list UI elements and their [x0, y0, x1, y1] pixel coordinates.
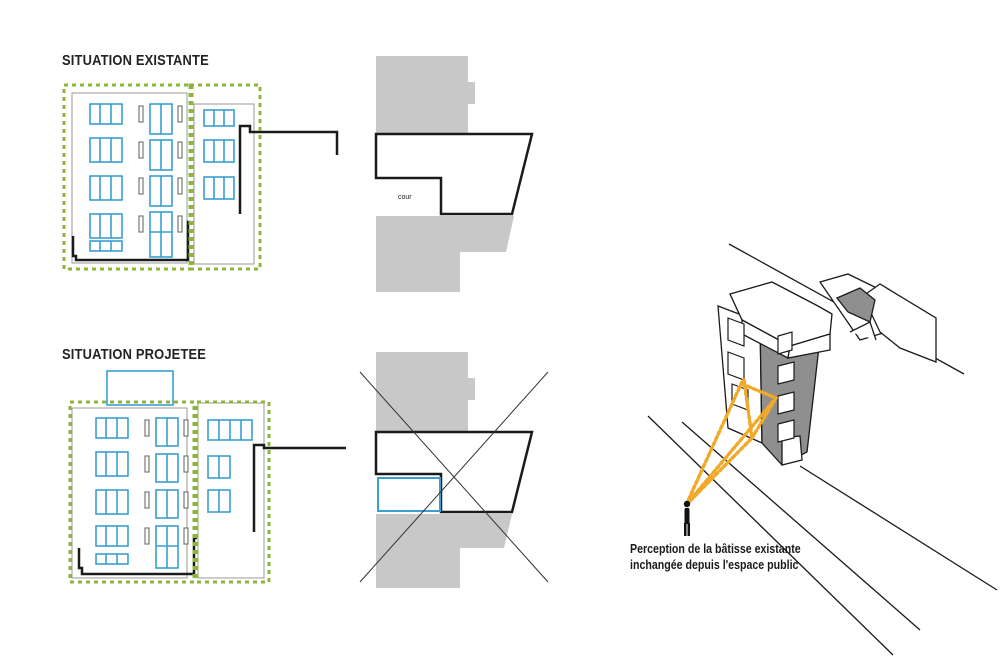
street-lines: [647, 243, 998, 656]
sightline-cone: [684, 378, 778, 507]
projected-shutters: [144, 419, 189, 545]
existing-plan: [374, 56, 534, 292]
heading-existing-situation: SITUATION EXISTANTE: [62, 52, 209, 69]
projected-windows: [95, 417, 253, 569]
axonometric-view: [647, 243, 998, 656]
projected-boundary-annex: [195, 400, 271, 584]
projected-plan: [359, 352, 549, 588]
projected-neighbour-bottom: [376, 514, 512, 588]
caption-line-2: inchangée depuis l'espace public: [630, 558, 799, 572]
projected-courtyard-infill: [377, 477, 441, 512]
existing-boundary-annex: [188, 83, 262, 271]
existing-windows: [89, 103, 235, 258]
courtyard-label: cour: [398, 194, 412, 201]
existing-annex-outline: [193, 103, 255, 265]
projected-wall-line: [252, 443, 346, 532]
cross-out-mark: [359, 371, 549, 583]
perception-caption: Perception de la bâtisse existante incha…: [630, 541, 801, 573]
projected-neighbour-top: [376, 352, 475, 432]
heading-projected-situation: SITUATION PROJETEE: [62, 346, 207, 363]
caption-line-1: Perception de la bâtisse existante: [630, 542, 801, 556]
existing-elevation: [62, 83, 339, 271]
axonometric-windows: [727, 317, 795, 443]
neighbour-buildings: [818, 273, 937, 363]
projected-boundary-main: [68, 400, 196, 584]
projected-rooftop-extension: [106, 370, 174, 406]
projected-elevation: [68, 370, 346, 584]
neighbour-block-bottom: [376, 216, 514, 292]
person-icon: [683, 500, 691, 536]
existing-wall-line: [238, 124, 339, 214]
existing-ground-line: [71, 220, 190, 262]
existing-facade-outline: [71, 92, 188, 264]
existing-plan-footprint: [374, 132, 534, 216]
projected-facade-outline: [71, 407, 188, 579]
neighbour-block-top: [376, 56, 475, 134]
existing-boundary-main: [62, 83, 194, 271]
existing-shutters: [138, 105, 183, 233]
